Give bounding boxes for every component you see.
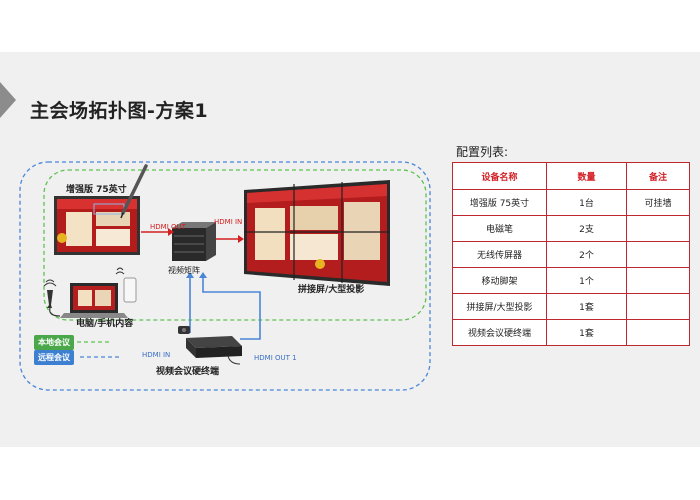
terminal-hdmi-out-label: HDMI OUT 1 xyxy=(254,354,297,362)
enhanced-display-label: 增强版 75英寸 xyxy=(66,185,127,195)
cell-device-name: 移动脚架 xyxy=(452,267,547,294)
local-meeting-tag: 本地会议 xyxy=(34,335,74,350)
laptop-icon xyxy=(60,283,128,318)
splice-screen-icon xyxy=(244,180,390,286)
table-row: 无线传屏器 2个 xyxy=(452,241,690,268)
page-title: 主会场拓扑图-方案1 xyxy=(30,100,209,122)
splice-screen-label: 拼接屏/大型投影 xyxy=(298,285,365,295)
table-row: 移动脚架 1个 xyxy=(452,267,690,294)
video-matrix-icon xyxy=(172,222,216,261)
cell-remarks xyxy=(626,241,690,268)
hdmi-out-label: HDMI OUT xyxy=(150,223,186,231)
cell-quantity: 1套 xyxy=(546,293,627,320)
inner-dashed-boundary xyxy=(43,169,427,321)
cell-quantity: 1个 xyxy=(546,267,627,294)
table-row: 视频会议硬终端 1套 xyxy=(452,319,690,346)
cell-remarks: 可挂墙 xyxy=(626,189,690,216)
header-device-name: 设备名称 xyxy=(452,162,547,190)
legend-lines xyxy=(70,341,122,358)
cell-remarks xyxy=(626,215,690,242)
cell-device-name: 拼接屏/大型投影 xyxy=(452,293,547,320)
header-remarks: 备注 xyxy=(626,162,690,190)
hdmi-blue-connections xyxy=(186,272,261,340)
header-quantity: 数量 xyxy=(546,162,627,190)
remote-meeting-tag: 远程会议 xyxy=(34,350,74,365)
wireless-dongle-icon xyxy=(43,279,61,317)
table-row: 增强版 75英寸 1台 可挂墙 xyxy=(452,189,690,216)
cell-quantity: 2个 xyxy=(546,241,627,268)
video-matrix-label: 视频矩阵 xyxy=(168,266,200,275)
pen-icon xyxy=(120,164,148,219)
cell-device-name: 增强版 75英寸 xyxy=(452,189,547,216)
cell-remarks xyxy=(626,267,690,294)
hdmi-red-connections xyxy=(141,228,244,243)
cell-quantity: 1套 xyxy=(546,319,627,346)
hdmi-in-label: HDMI IN xyxy=(214,218,243,226)
terminal-hdmi-in-label: HDMI IN xyxy=(142,351,171,359)
config-list-title: 配置列表: xyxy=(456,145,509,159)
laptop-label: 电脑/手机内容 xyxy=(76,319,134,329)
config-table: 设备名称 数量 备注 增强版 75英寸 1台 可挂墙 电磁笔 2支 无线传屏器 … xyxy=(452,162,690,346)
cell-quantity: 2支 xyxy=(546,215,627,242)
cell-device-name: 视频会议硬终端 xyxy=(452,319,547,346)
video-terminal-icon xyxy=(178,326,242,365)
config-header-row: 设备名称 数量 备注 xyxy=(452,162,690,190)
phone-icon xyxy=(115,267,137,303)
outer-dashed-boundary xyxy=(19,161,431,391)
table-row: 电磁笔 2支 xyxy=(452,215,690,242)
cell-remarks xyxy=(626,319,690,346)
cell-device-name: 电磁笔 xyxy=(452,215,547,242)
slide-marker xyxy=(0,82,16,118)
video-terminal-label: 视频会议硬终端 xyxy=(156,367,220,377)
table-row: 拼接屏/大型投影 1套 xyxy=(452,293,690,320)
cell-quantity: 1台 xyxy=(546,189,627,216)
cell-device-name: 无线传屏器 xyxy=(452,241,547,268)
cell-remarks xyxy=(626,293,690,320)
